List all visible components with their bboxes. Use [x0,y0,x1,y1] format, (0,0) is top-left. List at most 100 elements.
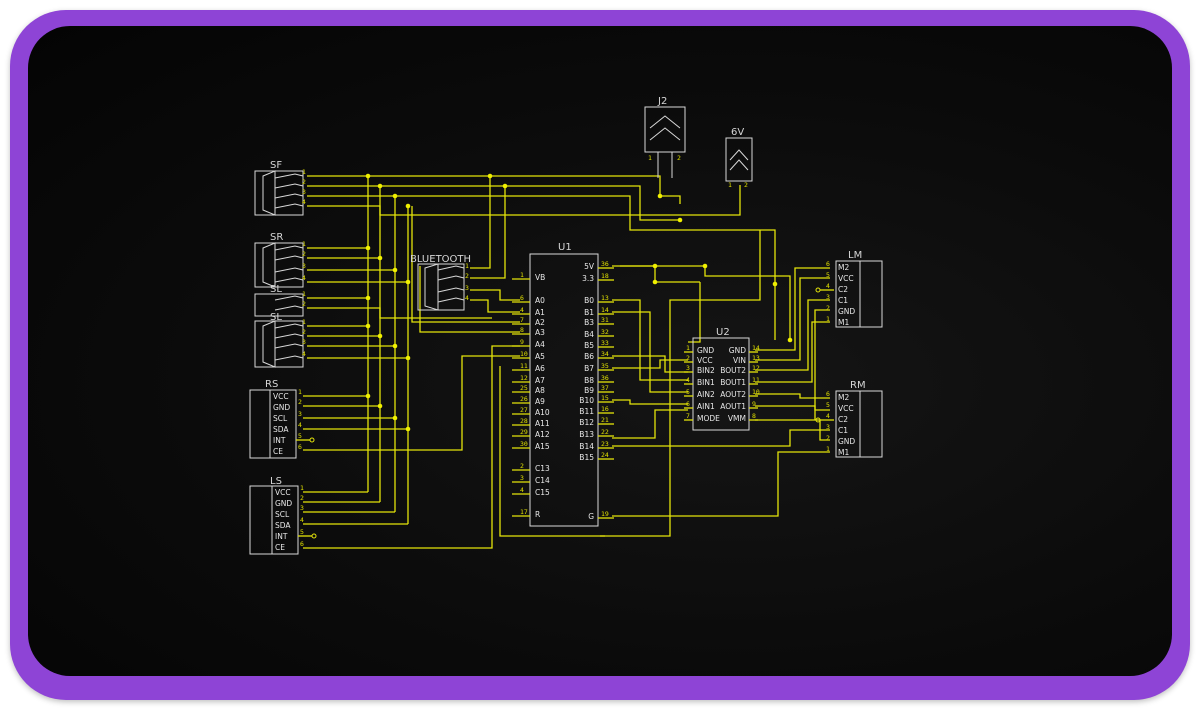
u1-pin-name: 3.3 [582,274,594,283]
connector-rs: RS VCC GND SCL SDA INT CE 1 2 3 4 5 6 [249,379,315,459]
svg-text:3: 3 [302,188,306,196]
connector-sl-bottom: SL 1 2 3 4 [254,312,306,368]
connector-ls: LS VCC GND SCL SDA INT CE 1 2 3 4 5 6 [249,476,317,555]
u1-pin-number: 11 [520,362,528,370]
u1-pin-number: 19 [601,510,609,518]
u1-pin-name: A1 [535,308,545,317]
svg-text:5: 5 [300,528,304,536]
u2-pin-number: 8 [752,412,756,420]
u2-pin-number: 1 [686,344,690,352]
label-rm: RM [850,380,866,391]
u2-pin-number: 4 [686,376,690,384]
svg-text:6: 6 [298,443,302,451]
u1-pin-number: 22 [601,428,609,436]
svg-text:6: 6 [826,390,830,398]
u2-pin-number: 7 [686,412,690,420]
svg-text:1: 1 [302,168,306,176]
svg-text:1: 1 [302,290,306,298]
u2-pin-name: GND [729,346,746,355]
schematic-screen: SF 1 2 3 4 SR 1 2 3 4 SL 1 2 SL 1 2 3 4 [28,26,1172,676]
svg-text:1: 1 [648,154,652,162]
svg-text:VCC: VCC [275,488,291,497]
svg-text:4: 4 [826,412,830,420]
svg-text:M2: M2 [838,393,849,402]
label-u1: U1 [558,242,572,253]
u1-pin-name: B15 [579,453,594,462]
u1-pin-name: B10 [579,396,594,405]
svg-text:2: 2 [302,300,306,308]
u1-pin-name: B7 [584,364,594,373]
u2-pin-name: BIN1 [697,378,715,387]
connector-sr: SR 1 2 3 4 [254,232,306,288]
svg-text:1: 1 [300,484,304,492]
u1-pin-name: B0 [584,296,594,305]
svg-text:CE: CE [273,447,283,456]
u1-pin-name: A7 [535,376,545,385]
svg-text:C1: C1 [838,426,848,435]
svg-text:1: 1 [465,262,469,270]
u1-pin-number: 32 [601,328,609,336]
u1-pin-number: 35 [601,362,609,370]
svg-text:M1: M1 [838,448,849,457]
u1-pin-name: A0 [535,296,545,305]
svg-text:SDA: SDA [275,521,291,530]
svg-text:4: 4 [302,198,306,206]
u1-pin-name: B9 [584,386,594,395]
svg-text:5: 5 [298,432,302,440]
svg-text:GND: GND [273,403,290,412]
svg-text:SDA: SDA [273,425,289,434]
u1-pin-name: B11 [579,407,594,416]
label-bluetooth: BLUETOOTH [410,254,471,265]
u1-pin-name: A12 [535,430,550,439]
label-lm: LM [848,250,862,261]
u2-pin-name: VIN [733,356,746,365]
u1-pin-number: 3 [520,474,524,482]
label-rs: RS [265,379,278,390]
junction-dots [365,173,793,432]
u1-pin-number: 13 [601,294,609,302]
u1-pin-name: A5 [535,352,545,361]
u1-pin-number: 26 [520,395,528,403]
svg-text:C2: C2 [838,415,848,424]
module-bluetooth: BLUETOOTH 1 2 3 4 [410,254,471,311]
label-sr: SR [270,232,283,243]
u1-pin-number: 33 [601,339,609,347]
u2-pin-name: GND [697,346,714,355]
svg-text:3: 3 [826,423,830,431]
svg-text:6: 6 [300,540,304,548]
u2-pin-number: 12 [752,364,760,372]
u1-pin-name: 5V [584,262,595,271]
svg-text:GND: GND [275,499,292,508]
u1-pin-number: 7 [520,316,524,324]
u1-pin-name: A11 [535,419,550,428]
u2-pin-name: AIN2 [697,390,715,399]
svg-text:5: 5 [826,271,830,279]
svg-text:2: 2 [826,304,830,312]
u1-pin-number: 12 [520,374,528,382]
u1-pin-name: B5 [584,341,594,350]
svg-text:4: 4 [298,421,302,429]
u2-pin-number: 3 [686,364,690,372]
svg-text:C1: C1 [838,296,848,305]
svg-text:3: 3 [826,293,830,301]
u1-pin-name: A4 [535,340,545,349]
u1-pin-number: 23 [601,440,609,448]
battery-6v: 6V 1 2 [725,127,753,189]
u1-pin-name: A10 [535,408,550,417]
svg-text:3: 3 [298,410,302,418]
svg-text:C2: C2 [838,285,848,294]
u1-pin-name: A6 [535,364,545,373]
svg-text:1: 1 [302,318,306,326]
connector-sl-top: SL 1 2 [254,284,306,317]
svg-text:INT: INT [275,532,288,541]
schematic-diagram: SF 1 2 3 4 SR 1 2 3 4 SL 1 2 SL 1 2 3 4 [249,96,883,555]
svg-text:1: 1 [826,315,830,323]
connector-sf: SF 1 2 3 4 [254,160,306,216]
u2-pin-number: 10 [752,388,760,396]
u2-pin-number: 5 [686,388,690,396]
u2-pin-number: 14 [752,344,760,352]
u2-pin-number: 11 [752,376,760,384]
svg-text:2: 2 [302,250,306,258]
u1-pin-name: A15 [535,442,550,451]
svg-text:2: 2 [302,178,306,186]
